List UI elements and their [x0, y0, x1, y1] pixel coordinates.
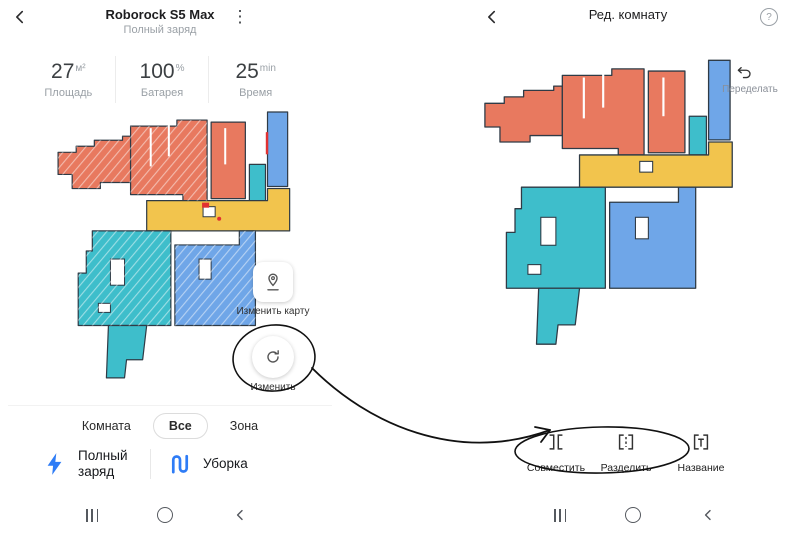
battery-label: Батарея [140, 87, 184, 99]
actions-divider [150, 449, 151, 480]
edit-rooms-button[interactable] [252, 336, 294, 378]
tab-zone[interactable]: Зона [229, 419, 259, 433]
split-room-button[interactable]: Разделить [590, 431, 662, 474]
clean-button[interactable] [167, 451, 193, 477]
time-value: 25 [235, 60, 259, 83]
area-value: 27 [51, 60, 75, 83]
edit-room-screen: Ред. комнату ? Переделать Совместить [468, 0, 800, 533]
floor-map-svg [57, 111, 291, 379]
recent-apps-icon[interactable] [554, 508, 567, 522]
android-navbar [554, 502, 716, 528]
stat-battery: 100% Батарея [114, 56, 209, 103]
back-button[interactable] [10, 7, 30, 27]
tab-all[interactable]: Все [152, 413, 208, 439]
recent-apps-icon[interactable] [86, 508, 99, 522]
home-screen: Roborock S5 Max Полный заряд ⋮ 27м² Площ… [0, 0, 340, 533]
dock-marker [202, 202, 210, 208]
time-unit: min [259, 63, 276, 74]
redo-button[interactable] [730, 60, 758, 84]
device-title: Roborock S5 Max [105, 7, 215, 22]
stats-row: 27м² Площадь 100% Батарея 25min Время [22, 56, 302, 103]
home-icon[interactable] [157, 507, 174, 523]
floor-map-svg [483, 59, 734, 346]
redo-label: Переделать [722, 84, 778, 95]
battery-value: 100 [139, 60, 175, 83]
floor-map[interactable]: Переделать [478, 56, 780, 370]
battery-unit: % [175, 63, 185, 74]
stat-time: 25min Время [208, 56, 302, 103]
rename-room-icon [693, 434, 709, 450]
mode-tabs: Комната Все Зона [0, 413, 340, 439]
edit-rooms-icon [267, 350, 279, 363]
merge-rooms-icon [549, 434, 563, 450]
split-room-label: Разделить [600, 462, 652, 474]
edit-map-label: Изменить карту [236, 306, 310, 317]
clean-label[interactable]: Уборка [203, 456, 248, 472]
lightning-icon [47, 453, 62, 476]
tab-room[interactable]: Комната [81, 419, 131, 433]
section-divider [8, 405, 332, 406]
page-title: Ред. комнату [588, 7, 668, 22]
map-pin-icon [267, 273, 279, 291]
clean-path-icon [171, 455, 189, 474]
help-button[interactable]: ? [760, 8, 778, 26]
redo-arrow-icon [737, 67, 751, 79]
full-charge-label[interactable]: Полный заряд [78, 448, 128, 480]
edit-map-button[interactable] [253, 262, 293, 302]
back-button[interactable] [482, 7, 502, 27]
full-charge-button[interactable] [42, 451, 68, 477]
rename-room-label: Название [677, 462, 725, 474]
rename-room-button[interactable]: Название [665, 431, 737, 474]
bottom-actions: Полный заряд Уборка [42, 448, 304, 481]
floor-map[interactable]: Изменить карту Изменить [50, 108, 336, 402]
android-navbar [86, 502, 248, 528]
time-label: Время [239, 87, 273, 99]
stat-area: 27м² Площадь [22, 56, 115, 103]
more-menu-button[interactable]: ⋮ [231, 6, 249, 26]
split-room-icon [618, 434, 634, 450]
merge-rooms-label: Совместить [526, 462, 586, 474]
area-label: Площадь [44, 87, 93, 99]
chevron-left-icon [16, 10, 24, 24]
device-status: Полный заряд [123, 24, 197, 36]
home-icon[interactable] [625, 507, 642, 523]
chevron-left-icon [488, 10, 496, 24]
nav-back-icon[interactable] [700, 507, 716, 523]
edit-rooms-label: Изменить [250, 382, 296, 393]
nav-back-icon[interactable] [232, 507, 248, 523]
area-unit: м² [75, 63, 86, 74]
merge-rooms-button[interactable]: Совместить [520, 431, 592, 474]
